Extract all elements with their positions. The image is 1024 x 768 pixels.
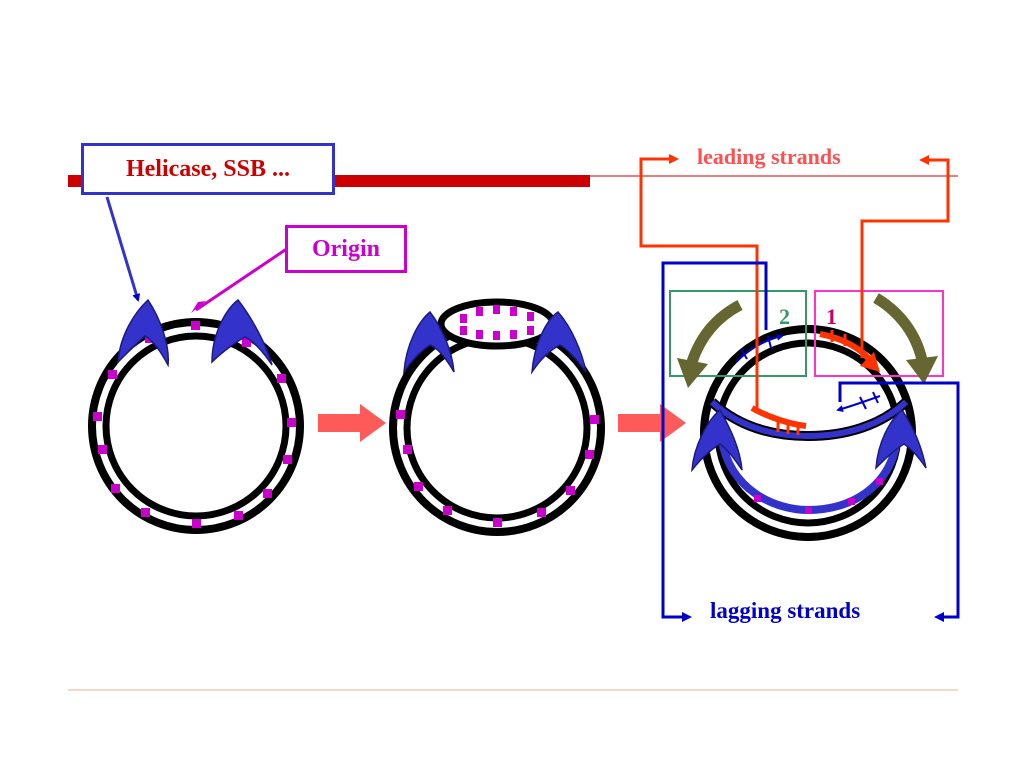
- fork-arrow-left: [686, 300, 743, 364]
- stage-arrow-1: [318, 404, 386, 442]
- leading-connector-right: [860, 155, 950, 358]
- lagging-strands-label: lagging strands: [710, 598, 861, 623]
- leading-strands-label: leading strands: [697, 144, 841, 169]
- helicase-label: Helicase, SSB ...: [125, 155, 290, 182]
- stage-1-plasmid: [88, 298, 304, 534]
- fork-1-box: [814, 290, 944, 377]
- fork-2-number: 2: [779, 304, 790, 329]
- fork-2-box: [669, 290, 807, 377]
- leading-connector-left: [639, 154, 759, 412]
- origin-label: Origin: [311, 235, 380, 262]
- origin-pointer: [195, 246, 289, 312]
- fork-1-number: 1: [826, 304, 837, 329]
- helicase-ssb-callout: Helicase, SSB ...: [81, 143, 335, 195]
- stage-arrow-2: [618, 404, 686, 442]
- lagging-connector-right: [838, 381, 960, 622]
- helicase-pointer: [105, 196, 141, 302]
- helicase-left: [117, 298, 169, 368]
- origin-callout: Origin: [285, 225, 407, 273]
- fork-arrow-right: [873, 293, 928, 362]
- stage-2-plasmid: [389, 298, 605, 536]
- stage-3-plasmid: [691, 325, 927, 541]
- helicase-right: [211, 298, 273, 366]
- lagging-connector-left: [661, 261, 768, 622]
